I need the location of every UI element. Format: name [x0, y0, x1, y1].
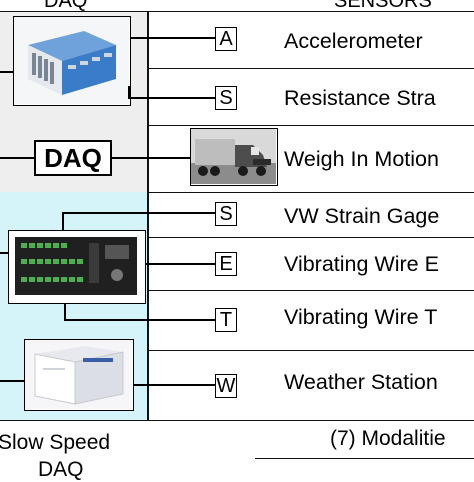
- wire-to-vibrating-e: [146, 263, 215, 265]
- row-divider: [148, 237, 474, 238]
- footer-divider: [0, 420, 474, 421]
- sensors-column-header: SENSORS: [334, 0, 432, 12]
- footer-underline: [255, 458, 474, 459]
- sensor-name-resistance-strain: Resistance Stra: [284, 86, 436, 110]
- wire-daq-to-truck: [112, 157, 190, 159]
- row-divider: [148, 290, 474, 291]
- truck-icon: [191, 129, 276, 184]
- wire-left-rack: [0, 71, 13, 73]
- daq-rack-image: [13, 16, 131, 106]
- sensor-badge-w: W: [215, 374, 237, 398]
- weather-station-icon: [25, 340, 132, 409]
- column-divider: [147, 11, 149, 421]
- datalogger-icon: [9, 231, 144, 302]
- wire-left-weather: [0, 380, 24, 382]
- sensor-badge-s: S: [215, 202, 237, 226]
- wire-left-daq: [0, 157, 34, 159]
- row-divider: [148, 125, 474, 126]
- daq-label-box: DAQ: [34, 140, 112, 176]
- row-divider: [148, 68, 474, 69]
- sensor-name-vw-strain-gage: VW Strain Gage: [284, 204, 440, 228]
- row-divider: [148, 350, 474, 351]
- weather-station-image: [24, 339, 134, 411]
- wire-strain-vertical: [62, 212, 64, 230]
- sensor-badge-a: A: [215, 27, 237, 51]
- daq-column-header: DAQ: [44, 0, 88, 12]
- sensor-badge-t: T: [215, 308, 237, 332]
- header-divider: [0, 11, 474, 12]
- wire-to-resistance-vertical: [128, 86, 130, 99]
- wire-to-vibrating-t: [64, 319, 215, 321]
- sensor-name-vibrating-wire-t: Vibrating Wire T: [284, 305, 438, 329]
- footer-daq: DAQ: [38, 458, 84, 481]
- truck-image: [190, 128, 278, 186]
- wire-to-resistance: [128, 97, 215, 99]
- wire-temp-vertical: [64, 304, 66, 320]
- footer-slow-speed: Slow Speed: [0, 431, 111, 454]
- datalogger-image: [8, 230, 146, 304]
- sensor-name-weigh-in-motion: Weigh In Motion: [284, 147, 439, 171]
- row-divider: [148, 192, 474, 193]
- footer-modalities: (7) Modalitie: [330, 427, 446, 450]
- daq-rack-icon: [14, 17, 129, 104]
- wire-to-accelerometer: [131, 37, 215, 39]
- wire-to-weather: [134, 384, 215, 386]
- wire-left-logger: [0, 252, 8, 254]
- sensor-name-weather-station: Weather Station: [284, 370, 438, 394]
- sensor-name-vibrating-wire-e: Vibrating Wire E: [284, 252, 439, 276]
- sensor-badge-s: S: [215, 86, 237, 110]
- wire-to-vw-strain: [62, 212, 215, 214]
- sensor-badge-e: E: [215, 252, 237, 276]
- sensor-name-accelerometer: Accelerometer: [284, 29, 423, 53]
